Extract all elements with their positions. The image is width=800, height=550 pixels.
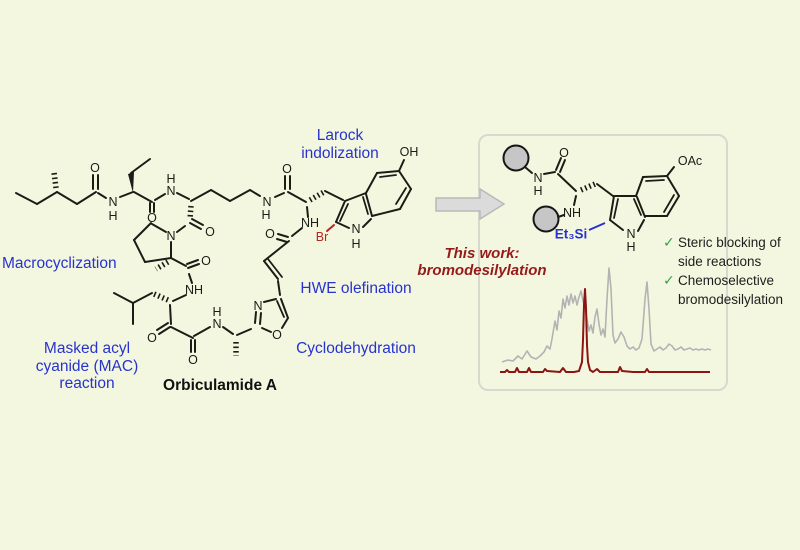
atom-label: NH bbox=[562, 206, 582, 220]
silyl-label: Et₃Si bbox=[554, 226, 588, 242]
atom-label: H bbox=[166, 172, 176, 186]
check-icon: ✓ bbox=[663, 234, 675, 250]
atom-label: N bbox=[262, 195, 272, 209]
bromine-label: Br bbox=[315, 230, 329, 244]
atom-label: O bbox=[188, 353, 198, 367]
results-panel bbox=[478, 134, 728, 391]
atom-label: H bbox=[261, 208, 271, 222]
atom-label: O bbox=[147, 331, 157, 345]
atom-label: N bbox=[351, 222, 361, 236]
bold-wedge bbox=[128, 172, 134, 193]
benefit-checklist: ✓ Steric blocking of side reactions ✓ Ch… bbox=[663, 233, 783, 309]
selective-trace bbox=[500, 288, 710, 373]
annotation-macrocyclization: Macrocyclization bbox=[2, 255, 117, 272]
atom-label: N bbox=[166, 229, 176, 243]
checklist-item: ✓ Steric blocking of side reactions bbox=[663, 234, 781, 269]
annotation-larock: Larock indolization bbox=[301, 127, 379, 162]
protecting-group-ball bbox=[532, 205, 560, 233]
atom-label: NH bbox=[300, 216, 320, 230]
left-structure-bonds bbox=[15, 158, 412, 356]
spectrum-traces bbox=[500, 267, 712, 373]
protecting-group-ball bbox=[502, 144, 530, 172]
atom-label: OAc bbox=[677, 154, 703, 168]
atom-label: N bbox=[533, 171, 543, 185]
atom-label: OH bbox=[399, 145, 419, 159]
atom-label: O bbox=[201, 254, 211, 268]
atom-label: H bbox=[108, 209, 118, 223]
annotation-cyclodehydration: Cyclodehydration bbox=[296, 340, 416, 357]
atom-label: O bbox=[205, 225, 215, 239]
atom-label: N bbox=[626, 227, 636, 241]
reaction-arrow-icon bbox=[435, 187, 506, 221]
atom-label: O bbox=[272, 328, 282, 342]
annotation-hwe: HWE olefination bbox=[300, 280, 412, 297]
atom-label: O bbox=[90, 161, 100, 175]
atom-label: NH bbox=[184, 283, 204, 297]
atom-label: O bbox=[282, 162, 292, 176]
atom-label: H bbox=[212, 305, 222, 319]
atom-label: H bbox=[533, 184, 543, 198]
atom-label: N bbox=[253, 299, 263, 313]
check-icon: ✓ bbox=[663, 272, 675, 288]
annotation-mac: Masked acyl cyanide (MAC) reaction bbox=[35, 340, 139, 392]
this-work-label: This work: bromodesilylation bbox=[417, 245, 547, 279]
crude-trace bbox=[501, 267, 712, 363]
atom-label: O bbox=[265, 227, 275, 241]
right-structure-bonds bbox=[502, 144, 680, 233]
checklist-item: ✓ Chemoselective bromodesilylation bbox=[663, 272, 784, 307]
atom-label: H bbox=[351, 237, 361, 251]
compound-name: Orbiculamide A bbox=[163, 377, 277, 394]
atom-label: N bbox=[212, 317, 222, 331]
atom-label: N bbox=[166, 184, 176, 198]
atom-label: H bbox=[626, 240, 636, 254]
atom-label: N bbox=[108, 195, 118, 209]
atom-label: O bbox=[147, 211, 157, 225]
atom-label: O bbox=[559, 146, 569, 160]
